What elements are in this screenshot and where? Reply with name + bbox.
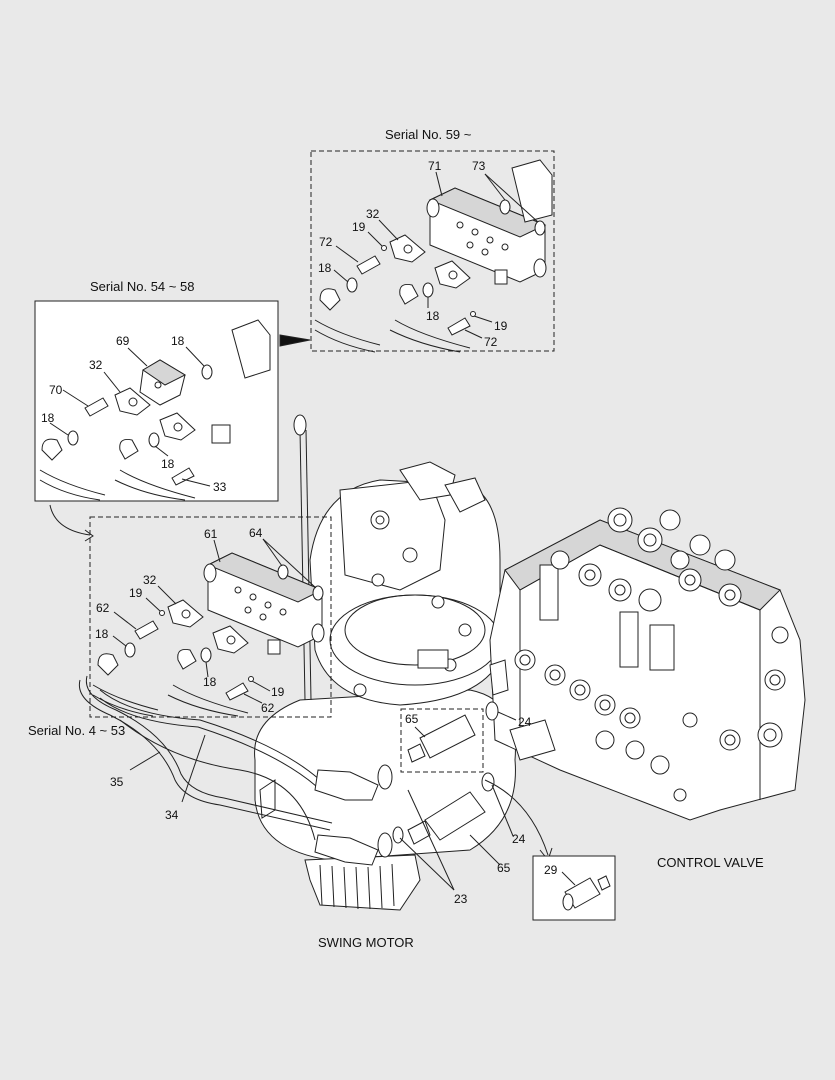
label-32: 32 — [143, 573, 157, 587]
label-70: 70 — [49, 383, 63, 397]
adapter-fittings — [392, 701, 553, 862]
label-62: 62 — [96, 601, 110, 615]
label-69: 69 — [116, 334, 130, 348]
caption-swing-motor: SWING MOTOR — [318, 935, 414, 950]
label-19: 19 — [494, 319, 508, 333]
arrow-to-59 — [279, 334, 311, 347]
label-24: 24 — [512, 832, 526, 846]
caption-serial-4-53: Serial No. 4 ~ 53 — [28, 723, 125, 738]
inset-serial-4-53 — [89, 516, 332, 718]
label-23: 23 — [454, 892, 468, 906]
label-65: 65 — [497, 861, 511, 875]
label-32: 32 — [89, 358, 103, 372]
label-72: 72 — [484, 335, 498, 349]
label-33: 33 — [213, 480, 227, 494]
label-71: 71 — [428, 159, 442, 173]
label-73: 73 — [472, 159, 486, 173]
label-65: 65 — [405, 712, 419, 726]
label-18: 18 — [318, 261, 332, 275]
control-valve — [489, 507, 806, 821]
label-18: 18 — [41, 411, 55, 425]
label-18: 18 — [426, 309, 440, 323]
caption-control-valve: CONTROL VALVE — [657, 855, 764, 870]
label-19: 19 — [271, 685, 285, 699]
label-34: 34 — [165, 808, 179, 822]
label-18: 18 — [171, 334, 185, 348]
hose-assemblies — [78, 675, 393, 866]
label-18: 18 — [95, 627, 109, 641]
label-19: 19 — [352, 220, 366, 234]
label-29: 29 — [544, 863, 558, 877]
label-32: 32 — [366, 207, 380, 221]
leader-lines — [49, 171, 576, 891]
label-35: 35 — [110, 775, 124, 789]
captions: Serial No. 59 ~ Serial No. 54 ~ 58 Seria… — [28, 127, 764, 950]
label-61: 61 — [204, 527, 218, 541]
plug-inset — [532, 855, 616, 921]
label-24: 24 — [518, 715, 532, 729]
inset-serial-59 — [310, 150, 555, 353]
caption-serial-54-58: Serial No. 54 ~ 58 — [90, 279, 194, 294]
label-64: 64 — [249, 526, 263, 540]
label-19: 19 — [129, 586, 143, 600]
label-62: 62 — [261, 701, 275, 715]
label-18: 18 — [161, 457, 175, 471]
label-18: 18 — [203, 675, 217, 689]
part-labels: 71 73 32 19 72 18 18 19 72 69 18 32 70 1… — [41, 159, 558, 906]
inset-serial-54-58 — [34, 300, 279, 542]
caption-serial-59: Serial No. 59 ~ — [385, 127, 472, 142]
label-72: 72 — [319, 235, 333, 249]
